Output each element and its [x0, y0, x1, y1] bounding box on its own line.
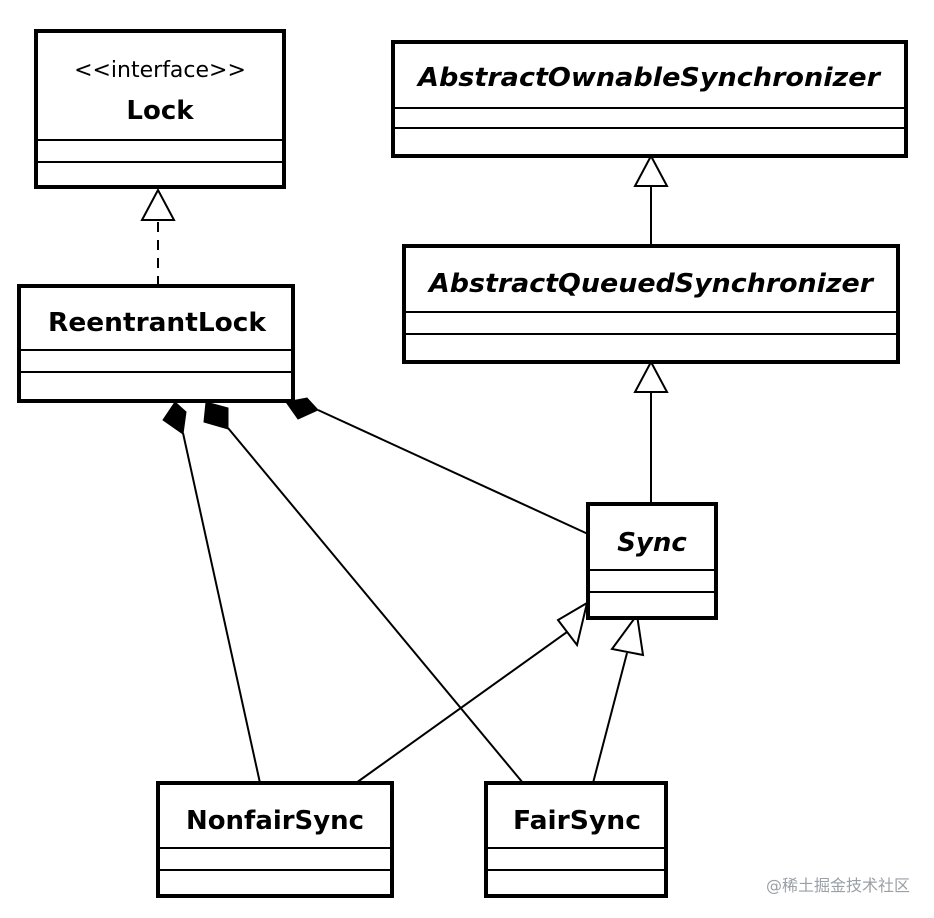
generalization-arrowhead-aqs — [633, 359, 669, 393]
class-abstract-queued-synchronizer: AbstractQueuedSynchronizer — [402, 244, 900, 364]
fair-sync-class-name: FairSync — [513, 806, 641, 836]
class-sync: Sync — [586, 502, 718, 620]
lock-stereotype: <<interface>> — [74, 58, 246, 83]
generalization-arrowhead-aos — [633, 153, 669, 187]
abstract-queued-synchronizer-class-name: AbstractQueuedSynchronizer — [427, 269, 875, 299]
composition-line-nonfairsync — [182, 432, 261, 784]
composition-line-fairsync — [227, 427, 524, 784]
realization-arrowhead-lock — [140, 187, 176, 221]
class-fair-sync: FairSync — [484, 781, 668, 898]
lock-class-name: Lock — [126, 96, 194, 126]
class-lock: <<interface>> Lock — [34, 29, 286, 189]
reentrant-lock-class-name: ReentrantLock — [48, 308, 267, 338]
composition-diamond-fairsync — [203, 401, 229, 430]
class-reentrant-lock: ReentrantLock — [17, 284, 295, 403]
class-nonfair-sync: NonfairSync — [156, 781, 394, 898]
composition-diamond-nonfairsync — [162, 401, 187, 435]
class-abstract-ownable-synchronizer: AbstractOwnableSynchronizer — [391, 40, 908, 158]
watermark-text: @稀土掘金技术社区 — [766, 876, 910, 895]
generalization-arrowhead-sync-from-nonfair — [556, 600, 589, 648]
composition-diamond-sync — [285, 397, 319, 420]
composition-line-sync — [317, 409, 589, 535]
abstract-ownable-synchronizer-class-name: AbstractOwnableSynchronizer — [416, 63, 882, 93]
generalization-arrowhead-sync-from-fair — [610, 612, 645, 657]
sync-class-name: Sync — [617, 528, 687, 558]
generalization-line-fairsync-sync — [592, 652, 628, 784]
nonfair-sync-class-name: NonfairSync — [186, 806, 364, 836]
